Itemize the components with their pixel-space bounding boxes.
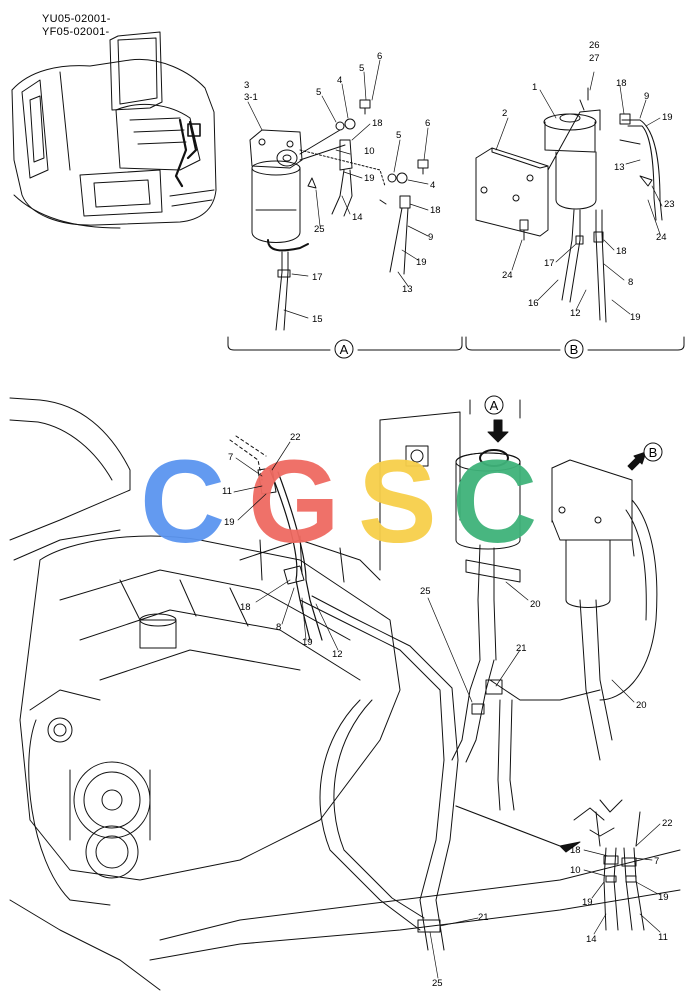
callout: 9 [428, 232, 433, 243]
callout: 19 [224, 517, 235, 528]
callout: 25 [314, 224, 325, 235]
callout: 12 [570, 308, 581, 319]
view-marker-b: B [643, 442, 663, 462]
callout: 17 [544, 258, 555, 269]
callout: 3 [244, 80, 249, 91]
serial-number-2: YF05-02001- [42, 26, 110, 38]
callout: 26 [589, 40, 600, 51]
machine-overview-drawing [11, 31, 217, 229]
section-label-b: B [564, 339, 584, 359]
view-marker-a: A [484, 395, 504, 415]
inset-detail-drawing [573, 799, 645, 931]
callout: 20 [530, 599, 541, 610]
section-a-drawing [249, 99, 429, 331]
callout: 4 [337, 75, 342, 86]
callout: 11 [222, 486, 232, 497]
svg-text:B: B [570, 342, 579, 357]
watermark-letter-4: C [452, 436, 537, 568]
main-assembly-drawing [9, 397, 681, 991]
callout: 18 [616, 246, 627, 257]
callout: 18 [616, 78, 627, 89]
callout: 8 [628, 277, 633, 288]
watermark-letter-2: G [248, 436, 340, 568]
callout: 19 [302, 637, 313, 648]
callout: 19 [582, 897, 593, 908]
svg-text:A: A [340, 342, 349, 357]
callout: 18 [240, 602, 251, 613]
callout: 20 [636, 700, 647, 711]
svg-text:A: A [490, 398, 499, 413]
callout: 4 [430, 180, 435, 191]
callout: 18 [430, 205, 441, 216]
callout: 7 [228, 452, 233, 463]
callout: 16 [528, 298, 539, 309]
callout: 19 [364, 173, 375, 184]
callout: 19 [416, 257, 427, 268]
callout: 13 [614, 162, 625, 173]
callout: 13 [402, 284, 413, 295]
callout: 5 [359, 63, 364, 74]
callout: 18 [570, 845, 581, 856]
callout: 27 [589, 53, 600, 64]
callout: 19 [658, 892, 669, 903]
callout: 18 [372, 118, 383, 129]
watermark: C G S C [140, 436, 537, 568]
section-label-a: A [334, 339, 354, 359]
callout: 1 [532, 82, 537, 93]
callouts-section-a: 3 3-1 5 4 5 6 18 10 19 14 25 5 6 4 18 9 … [244, 51, 441, 325]
callout: 10 [570, 865, 581, 876]
callout: 24 [502, 270, 513, 281]
svg-text:B: B [649, 445, 658, 460]
callout: 17 [312, 272, 323, 283]
callout: 6 [377, 51, 382, 62]
callout: 3-1 [244, 92, 258, 103]
callout: 8 [276, 622, 281, 633]
callout: 15 [312, 314, 323, 325]
leader-lines [233, 59, 663, 979]
callout: 22 [662, 818, 673, 829]
callout: 5 [396, 130, 401, 141]
callouts-inset: 22 18 7 10 19 19 14 11 [570, 818, 673, 945]
callout: 11 [658, 932, 668, 943]
watermark-letter-3: S [358, 436, 437, 568]
callout: 7 [654, 856, 659, 867]
callout: 19 [662, 112, 673, 123]
watermark-letter-1: C [140, 436, 225, 568]
callout: 25 [420, 586, 431, 597]
callout: 10 [364, 146, 375, 157]
callout: 5 [316, 87, 321, 98]
callout: 9 [644, 91, 649, 102]
serial-number-1: YU05-02001- [42, 13, 111, 25]
callout: 12 [332, 649, 343, 660]
callout: 14 [586, 934, 597, 945]
callout: 14 [352, 212, 363, 223]
callout: 21 [478, 912, 489, 923]
callout: 21 [516, 643, 527, 654]
section-b-drawing [475, 87, 663, 323]
callout: 19 [630, 312, 641, 323]
callout: 6 [425, 118, 430, 129]
section-bracket [227, 336, 685, 351]
callout: 23 [664, 199, 675, 210]
callout: 22 [290, 432, 301, 443]
callout: 25 [432, 978, 443, 989]
callout: 24 [656, 232, 667, 243]
callouts-main: 22 7 11 19 18 8 19 12 25 20 21 20 21 25 [222, 432, 647, 989]
callouts-section-b: 26 27 1 2 18 9 19 13 23 24 24 17 18 8 16… [502, 40, 675, 323]
callout: 2 [502, 108, 507, 119]
